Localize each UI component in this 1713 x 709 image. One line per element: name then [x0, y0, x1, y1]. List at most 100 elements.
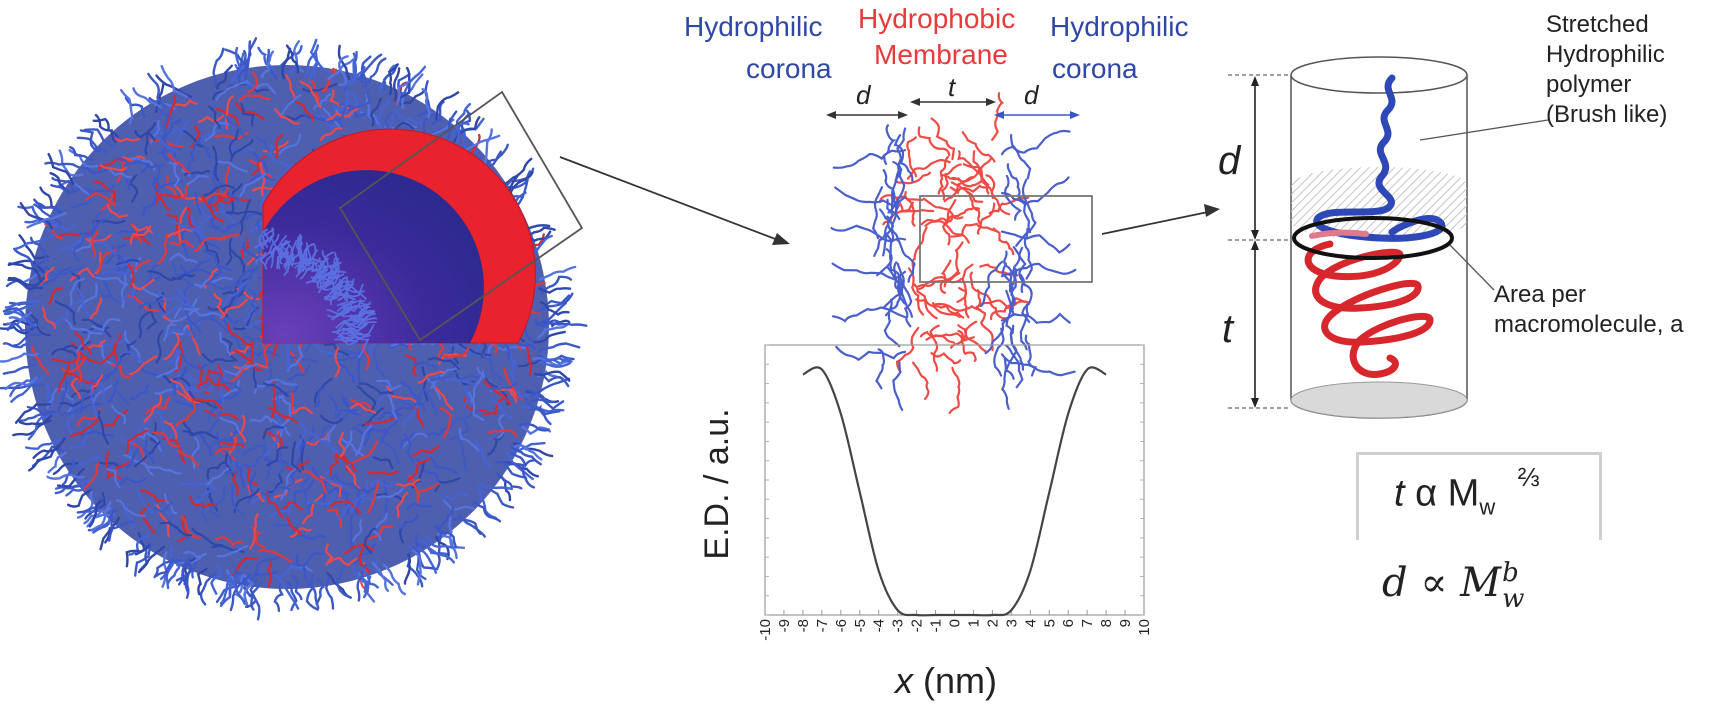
polymer-chain	[279, 94, 302, 117]
polymer-chain	[147, 302, 158, 330]
polymer-chain	[540, 292, 574, 311]
polymer-chain	[220, 441, 245, 448]
polymer-chain	[54, 300, 77, 325]
polymer-chain	[486, 486, 515, 509]
polymer-chain	[323, 292, 344, 301]
polymer-chain	[134, 542, 154, 577]
polymer-chain	[56, 468, 85, 488]
area-per-macromolecule-ring	[1292, 216, 1454, 260]
polymer-chain	[228, 247, 246, 274]
polymer-chain	[180, 515, 202, 539]
formula-t-exp: ⅔	[1517, 462, 1540, 492]
polymer-chain	[950, 181, 984, 203]
polymer-chain	[273, 583, 284, 613]
polymer-chain	[311, 432, 340, 454]
polymer-chain	[208, 105, 221, 130]
polymer-chain	[54, 299, 82, 325]
polymer-chain	[950, 156, 993, 183]
polymer-chain	[257, 223, 263, 261]
polymer-chain	[526, 345, 533, 377]
polymer-chain	[190, 436, 200, 469]
polymer-chain	[250, 582, 262, 621]
polymer-chain	[91, 229, 99, 258]
polymer-chain	[206, 461, 226, 480]
polymer-chain	[423, 541, 456, 564]
polymer-chain	[338, 431, 346, 458]
polymer-chain	[168, 153, 191, 174]
polymer-chain	[13, 333, 42, 347]
formula-d-sup: b	[1502, 558, 1519, 588]
polymer-chain	[931, 302, 965, 319]
polymer-chain	[424, 427, 448, 437]
polymer-chain	[128, 355, 158, 376]
polymer-chain	[18, 410, 47, 422]
polymer-chain	[305, 278, 329, 284]
polymer-chain	[417, 370, 445, 384]
polymer-chain	[347, 304, 366, 314]
formula-t: t α Mw ⅔	[1394, 463, 1539, 518]
polymer-chain	[76, 283, 98, 313]
polymer-chain	[305, 577, 320, 610]
polymer-chain	[966, 191, 981, 225]
polymer-chain	[140, 163, 165, 174]
polymer-chain	[75, 402, 101, 414]
polymer-chain	[274, 133, 284, 159]
polymer-chain	[113, 384, 131, 407]
polymer-chain	[312, 93, 332, 110]
polymer-chain	[208, 399, 223, 421]
polymer-chain	[263, 382, 289, 397]
polymer-chain	[155, 82, 165, 114]
polymer-chain	[324, 251, 334, 267]
polymer-chain	[125, 542, 154, 568]
polymer-chain	[458, 342, 492, 357]
polymer-chain	[80, 430, 115, 437]
polymer-chain	[403, 553, 412, 585]
polymer-chain	[228, 128, 240, 158]
polymer-chain	[336, 409, 358, 418]
polymer-chain	[90, 370, 116, 383]
polymer-chain	[46, 387, 68, 410]
polymer-chain	[121, 350, 145, 363]
polymer-chain	[1008, 246, 1024, 298]
label-corona-left: corona	[746, 53, 832, 84]
polymer-chain	[182, 315, 215, 327]
polymer-chain	[102, 409, 129, 428]
polymer-chain	[248, 288, 258, 314]
polymer-chain	[975, 305, 994, 352]
polymer-chain	[64, 318, 93, 334]
polymer-chain	[99, 164, 127, 172]
polymer-chain	[488, 381, 517, 391]
polymer-chain	[376, 487, 404, 499]
polymer-chain	[349, 331, 369, 341]
polymer-chain	[175, 398, 196, 427]
polymer-chain	[341, 314, 359, 324]
polymer-chain	[142, 439, 155, 464]
polymer-chain	[442, 491, 470, 501]
polymer-chain	[137, 489, 170, 503]
polymer-chain	[281, 47, 292, 80]
polymer-chain	[919, 330, 955, 344]
polymer-chain	[386, 394, 398, 420]
polymer-chain	[268, 233, 280, 254]
polymer-chain	[241, 444, 266, 456]
polymer-chain	[337, 305, 356, 312]
polymer-chain	[110, 363, 132, 379]
leader-area	[1449, 244, 1495, 291]
polymer-chain	[117, 157, 151, 166]
polymer-chain	[235, 461, 246, 490]
polymer-chain	[260, 251, 267, 270]
polymer-chain	[893, 134, 914, 183]
polymer-chain	[244, 174, 276, 187]
polymer-chain	[31, 345, 50, 375]
polymer-chain	[400, 381, 422, 406]
polymer-chain	[153, 501, 174, 514]
polymer-chain	[518, 422, 550, 432]
polymer-chain	[70, 341, 99, 364]
polymer-chain	[99, 261, 136, 268]
polymer-chain	[163, 323, 177, 342]
polymer-chain	[223, 289, 244, 309]
polymer-chain	[132, 87, 162, 109]
polymer-chain	[67, 488, 93, 508]
x-tick-label: -9	[776, 619, 793, 632]
polymer-chain	[265, 246, 277, 265]
